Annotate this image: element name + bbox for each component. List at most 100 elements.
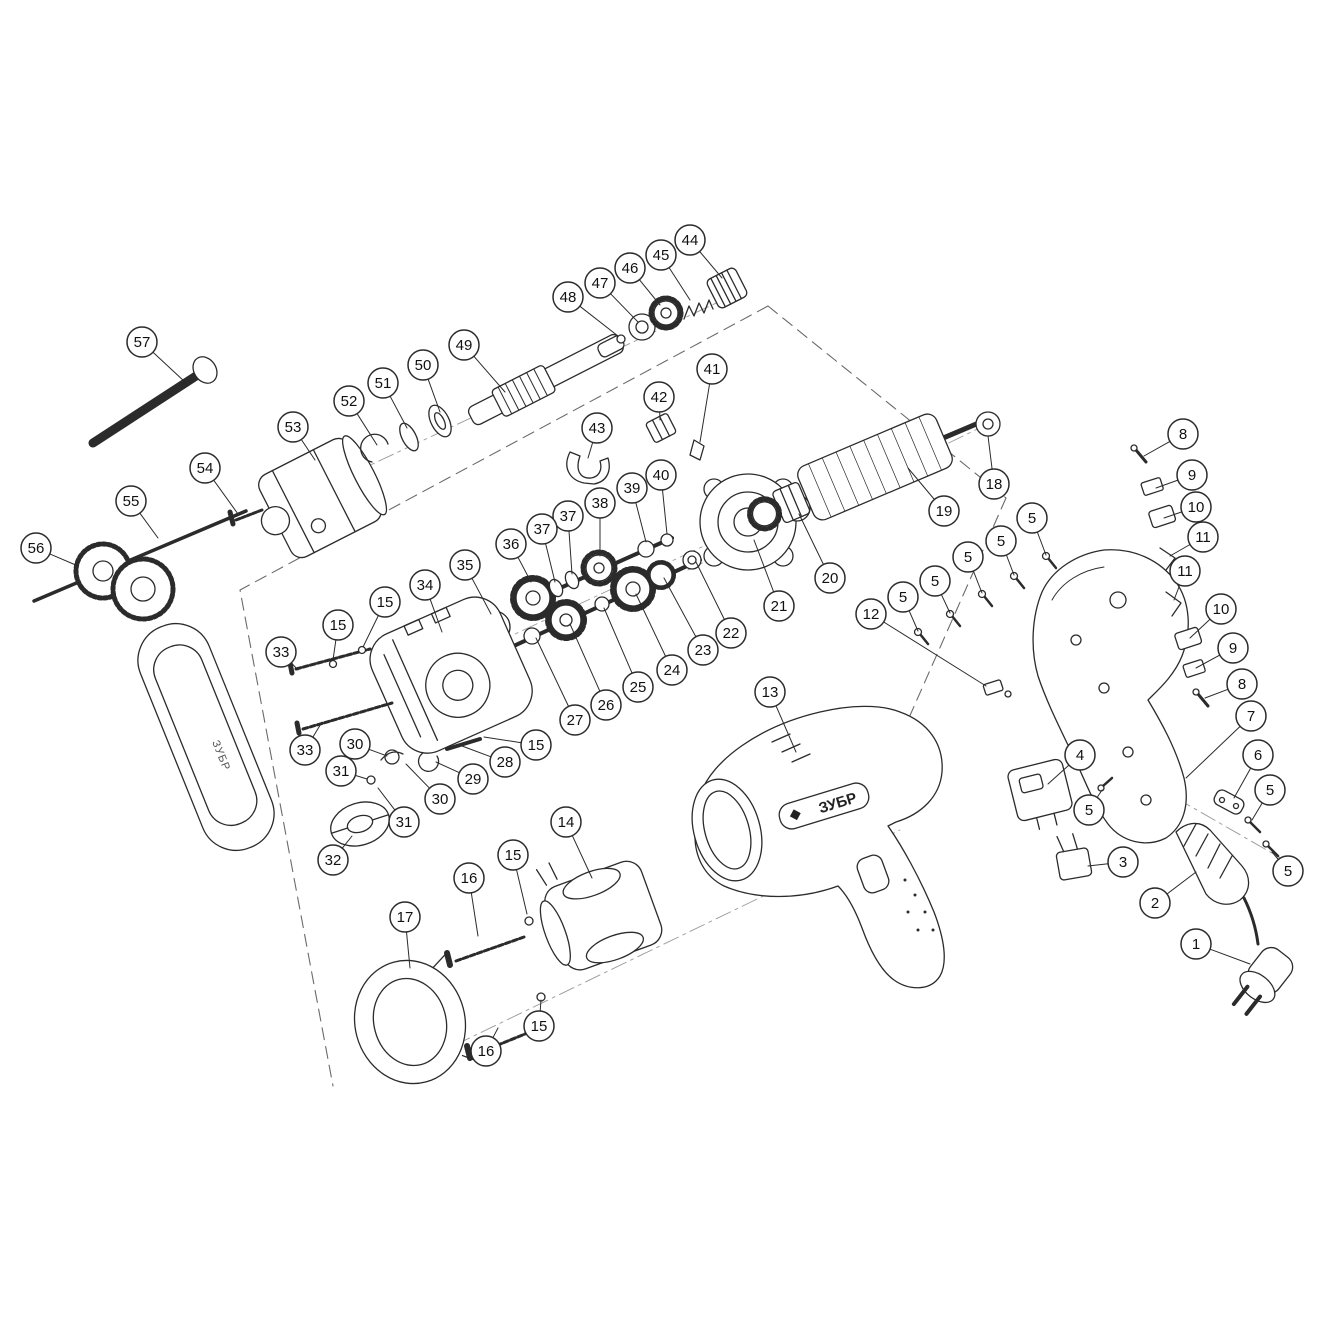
- callout-circle: [369, 586, 401, 618]
- callout-circle: [559, 704, 591, 736]
- callout-48: 48: [552, 281, 619, 337]
- leader-line: [139, 512, 159, 539]
- callout-number: 5: [1266, 782, 1274, 799]
- callout-layer: 5748474645444950515253545556434241181989…: [20, 224, 1304, 1067]
- callout-21: 21: [753, 539, 795, 622]
- handle-grip: [137, 623, 275, 851]
- leader-line: [662, 489, 668, 535]
- trigger: [856, 854, 890, 894]
- callout-number: 12: [863, 606, 880, 623]
- callout-5: 5: [1073, 789, 1105, 826]
- callout-number: 57: [134, 334, 151, 351]
- leader-line: [1189, 618, 1211, 639]
- callout-15: 15: [322, 609, 354, 661]
- callout-number: 18: [986, 476, 1003, 493]
- callout-17: 17: [389, 901, 421, 969]
- callout-circle: [1180, 491, 1212, 523]
- callout-51: 51: [367, 367, 408, 429]
- callout-number: 46: [622, 260, 639, 277]
- cord-guard: [1175, 822, 1250, 905]
- power-cord: [1242, 896, 1260, 946]
- callout-circle: [453, 862, 485, 894]
- callout-circle: [887, 581, 919, 613]
- leader-line: [362, 615, 379, 648]
- cord-clamp: [982, 679, 1012, 698]
- callout-circle: [115, 485, 147, 517]
- callout-number: 45: [653, 247, 670, 264]
- callout-number: 27: [567, 712, 584, 729]
- leader-line: [341, 835, 353, 849]
- callout-number: 13: [762, 684, 779, 701]
- callout-8: 8: [1204, 668, 1258, 700]
- callout-circle: [523, 1010, 555, 1042]
- leader-line: [356, 413, 378, 446]
- callout-54: 54: [189, 452, 239, 515]
- leader-line: [300, 439, 316, 461]
- callout-number: 5: [1028, 510, 1036, 527]
- callout-circle: [457, 763, 489, 795]
- callout-number: 34: [417, 577, 434, 594]
- callout-number: 54: [197, 460, 214, 477]
- callout-30: 30: [405, 763, 456, 815]
- leader-line: [427, 378, 441, 413]
- spindle-bearing-set: [616, 267, 748, 344]
- callout-number: 15: [528, 737, 545, 754]
- leader-line: [49, 553, 79, 567]
- callout-number: 30: [432, 791, 449, 808]
- callout-circle: [388, 806, 420, 838]
- spindle-washers: [360, 404, 452, 463]
- callout-13: 13: [754, 676, 797, 753]
- leader-line: [1204, 688, 1229, 699]
- leader-line: [405, 763, 430, 789]
- leader-line: [1143, 440, 1171, 457]
- power-plug: [1231, 896, 1294, 1016]
- callout-circle: [333, 385, 365, 417]
- callout-circle: [1107, 846, 1139, 878]
- leader-line: [1155, 479, 1179, 489]
- callout-circle: [339, 728, 371, 760]
- callout-35: 35: [449, 549, 492, 615]
- callout-number: 2: [1151, 895, 1159, 912]
- callout-number: 51: [375, 375, 392, 392]
- leader-line: [940, 594, 951, 614]
- leader-line: [663, 577, 697, 638]
- leader-line: [492, 1027, 499, 1039]
- leader-line: [635, 593, 667, 657]
- callout-42: 42: [643, 381, 675, 421]
- callout-16: 16: [453, 862, 485, 937]
- callout-number: 5: [1284, 863, 1292, 880]
- callout-number: 49: [456, 337, 473, 354]
- callout-6: 6: [1233, 739, 1274, 799]
- callout-circle: [322, 609, 354, 641]
- callout-2: 2: [1139, 871, 1197, 919]
- callout-number: 10: [1213, 601, 1230, 618]
- callout-31: 31: [377, 787, 420, 838]
- callout-circle: [1217, 632, 1249, 664]
- callout-33: 33: [265, 636, 299, 671]
- callout-number: 15: [377, 594, 394, 611]
- leader-line: [1173, 584, 1181, 601]
- callout-43: 43: [581, 412, 613, 459]
- spindle-nut: [975, 411, 1001, 437]
- leader-line: [377, 787, 396, 811]
- callout-number: 36: [503, 536, 520, 553]
- leader-line: [461, 745, 492, 758]
- callout-circle: [449, 549, 481, 581]
- callout-34: 34: [409, 569, 443, 633]
- callout-circle: [855, 598, 887, 630]
- callout-number: 29: [465, 771, 482, 788]
- callout-15: 15: [523, 999, 555, 1042]
- callout-number: 19: [936, 503, 953, 520]
- callout-44: 44: [674, 224, 723, 279]
- callout-26: 26: [569, 623, 622, 721]
- callout-number: 38: [592, 495, 609, 512]
- leader-line: [972, 570, 983, 594]
- leader-line: [638, 279, 661, 306]
- callout-5: 5: [985, 525, 1017, 576]
- callout-circle: [656, 654, 688, 686]
- callout-number: 43: [589, 420, 606, 437]
- callout-circle: [1272, 855, 1304, 887]
- callout-18: 18: [978, 435, 1010, 500]
- leader-line: [368, 748, 388, 757]
- callout-number: 25: [630, 679, 647, 696]
